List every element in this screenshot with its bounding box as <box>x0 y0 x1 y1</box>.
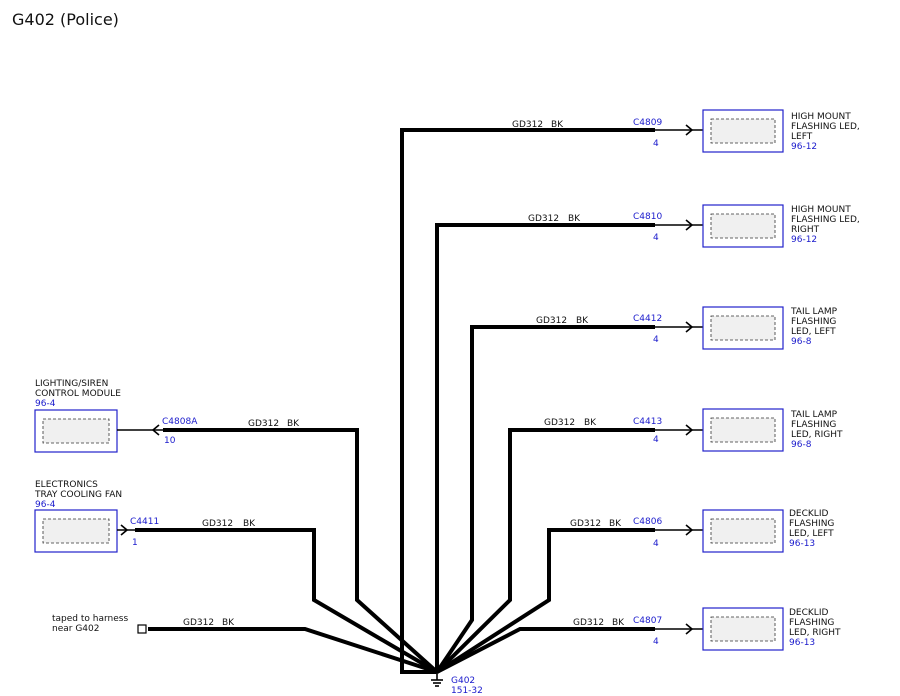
component-label: FLASHING <box>791 317 836 327</box>
component-lighting-siren-module <box>34 409 118 453</box>
connector-c4808a <box>117 424 163 436</box>
pin-number: 4 <box>653 233 659 243</box>
ground-icon <box>431 672 443 687</box>
component-label: CONTROL MODULE <box>35 389 121 399</box>
wire-label: GD312 <box>248 419 279 429</box>
wire-c4807 <box>436 627 655 674</box>
component-tray-cooling-fan <box>34 509 118 553</box>
component-label: TAIL LAMP <box>790 307 838 317</box>
wire-c4413 <box>435 428 655 674</box>
pin-number: 10 <box>164 436 176 446</box>
component-label: DECKLID <box>789 608 828 618</box>
connector-c4809 <box>655 124 703 136</box>
taped-note: taped to harness <box>52 614 128 624</box>
wire-label: GD312 <box>528 214 559 224</box>
pin-number: 4 <box>653 335 659 345</box>
connector-id: C4808A <box>162 417 198 427</box>
wire-color: BK <box>551 120 564 130</box>
wire-color: BK <box>243 519 256 529</box>
component-decklid-right <box>702 607 784 651</box>
pin-number: 4 <box>653 539 659 549</box>
wire-c4412 <box>435 325 655 674</box>
component-decklid-left <box>702 509 784 553</box>
connector-id: C4809 <box>633 118 662 128</box>
component-label: DECKLID <box>789 509 828 519</box>
wire-color: BK <box>612 618 625 628</box>
wire-color: BK <box>584 418 597 428</box>
component-label: LEFT <box>791 132 813 142</box>
wire-c4809 <box>400 128 655 674</box>
component-label: LED, RIGHT <box>789 628 841 638</box>
connector-id: C4807 <box>633 616 662 626</box>
component-label: HIGH MOUNT <box>791 205 851 215</box>
connector-id: C4413 <box>633 417 662 427</box>
component-label: LIGHTING/SIREN <box>35 379 108 389</box>
wire-label: GD312 <box>512 120 543 130</box>
wire-color: BK <box>609 519 622 529</box>
wire-c4808a <box>163 428 439 674</box>
component-high-mount-right <box>702 204 784 248</box>
component-label: LED, LEFT <box>789 529 834 539</box>
taped-note: near G402 <box>52 624 99 634</box>
connector-c4411 <box>117 524 135 536</box>
component-label: LED, LEFT <box>791 327 836 337</box>
component-ref: 96-13 <box>789 539 815 549</box>
component-label: FLASHING LED, <box>791 122 860 132</box>
component-ref: 96-4 <box>35 500 56 510</box>
taped-terminator-icon <box>137 624 147 634</box>
connector-c4810 <box>655 219 703 231</box>
component-label: FLASHING <box>789 618 834 628</box>
wire-taped <box>148 627 438 674</box>
component-tail-lamp-right <box>702 408 784 452</box>
component-ref: 96-8 <box>791 440 812 450</box>
wire-color: BK <box>576 316 589 326</box>
connector-id: C4806 <box>633 517 662 527</box>
wire-label: GD312 <box>573 618 604 628</box>
component-label: RIGHT <box>791 225 820 235</box>
wire-label: GD312 <box>544 418 575 428</box>
connector-c4807 <box>655 623 703 635</box>
component-ref: 96-12 <box>791 142 817 152</box>
component-label: HIGH MOUNT <box>791 112 851 122</box>
wire-label: GD312 <box>202 519 233 529</box>
connector-id: C4810 <box>633 212 662 222</box>
wire-c4806 <box>435 528 655 674</box>
component-label: TAIL LAMP <box>790 410 838 420</box>
page-title: G402 (Police) <box>12 10 119 29</box>
wire-color: BK <box>568 214 581 224</box>
ground-ref: 151-32 <box>451 686 483 696</box>
component-label: LED, RIGHT <box>791 430 843 440</box>
pin-number: 1 <box>132 538 138 548</box>
component-label: FLASHING <box>791 420 836 430</box>
component-ref: 96-12 <box>791 235 817 245</box>
ground-name: G402 <box>451 676 475 686</box>
wire-label: GD312 <box>570 519 601 529</box>
wire-label: GD312 <box>536 316 567 326</box>
component-ref: 96-13 <box>789 638 815 648</box>
pin-number: 4 <box>653 637 659 647</box>
component-label: TRAY COOLING FAN <box>34 490 122 500</box>
wire-color: BK <box>222 618 235 628</box>
wire-label: GD312 <box>183 618 214 628</box>
component-label: FLASHING LED, <box>791 215 860 225</box>
pin-number: 4 <box>653 139 659 149</box>
component-ref: 96-4 <box>35 399 56 409</box>
component-ref: 96-8 <box>791 337 812 347</box>
connector-id: C4411 <box>130 517 159 527</box>
component-tail-lamp-left <box>702 306 784 350</box>
pin-number: 4 <box>653 435 659 445</box>
component-label: FLASHING <box>789 519 834 529</box>
connector-c4806 <box>655 524 703 536</box>
wire-color: BK <box>287 419 300 429</box>
wire-c4810 <box>435 223 655 672</box>
connector-id: C4412 <box>633 314 662 324</box>
component-high-mount-left <box>702 109 784 153</box>
connector-c4412 <box>655 321 703 333</box>
wire-c4411 <box>135 528 439 674</box>
connector-c4413 <box>655 424 703 436</box>
component-label: ELECTRONICS <box>35 480 98 490</box>
